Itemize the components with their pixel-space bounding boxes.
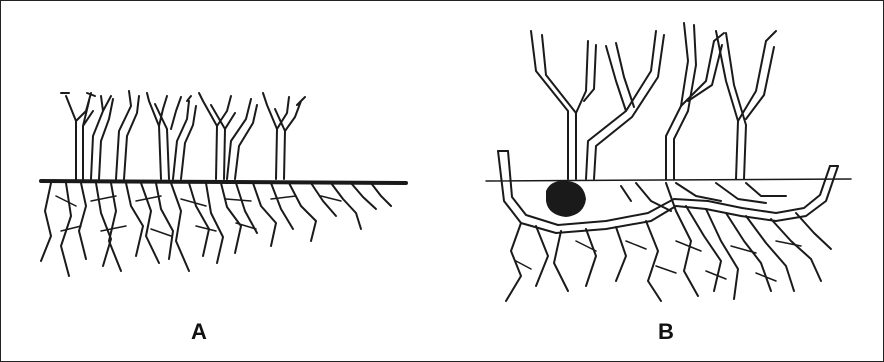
panel-a-illustration: [31, 1, 421, 301]
soil-surface-line: [486, 179, 851, 181]
panel-b-label: B: [658, 319, 674, 345]
panel-b-illustration: [476, 1, 866, 311]
shoot-clump-4: [263, 93, 305, 179]
panel-a-label: A: [191, 319, 207, 345]
rhizome-bud: [546, 181, 586, 217]
panel-a: [31, 1, 421, 301]
root-mass: [41, 183, 391, 276]
shoot-clump-2: [147, 93, 196, 179]
shoot-clump-1: [61, 91, 139, 179]
shoot-clump-3: [199, 93, 257, 179]
tall-shoots: [531, 23, 776, 179]
panel-b: [476, 1, 866, 311]
